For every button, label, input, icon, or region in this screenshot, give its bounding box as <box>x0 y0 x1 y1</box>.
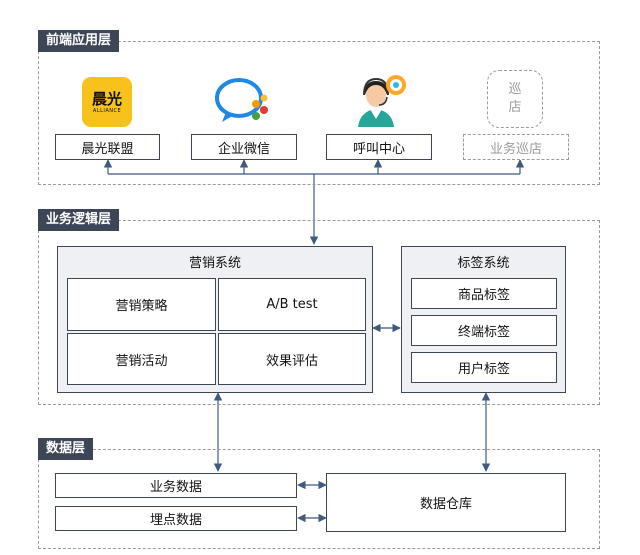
chenguang-logo-subtext: ALLIANCE <box>92 107 122 114</box>
chenguang-logo-text: 晨光 <box>91 89 122 108</box>
app-wecom: 企业微信 <box>191 134 297 160</box>
tracking-data-box: 埋点数据 <box>55 506 297 531</box>
xundian-placeholder-icon: 巡 店 <box>487 70 543 128</box>
data-layer-title: 数据层 <box>38 438 94 460</box>
terminal-tag-item: 终端标签 <box>411 315 557 346</box>
headset-agent-icon <box>346 73 410 129</box>
ab-test-cell: A/B test <box>218 278 366 331</box>
marketing-system-title: 营销系统 <box>188 256 241 271</box>
frontend-layer-title: 前端应用层 <box>38 30 120 52</box>
data-warehouse-box: 数据仓库 <box>326 473 566 532</box>
xundian-icon-line1: 巡 <box>508 82 522 97</box>
logic-layer-title: 业务逻辑层 <box>38 209 120 231</box>
xundian-icon-line2: 店 <box>508 100 522 115</box>
tagging-system-title: 标签系统 <box>457 256 510 271</box>
data-layer <box>38 449 600 549</box>
marketing-activity-cell: 营销活动 <box>67 333 216 385</box>
app-xundian: 业务巡店 <box>463 134 569 160</box>
business-data-box: 业务数据 <box>55 473 297 498</box>
marketing-strategy-cell: 营销策略 <box>67 278 216 331</box>
product-tag-item: 商品标签 <box>411 278 557 309</box>
logic-layer <box>38 220 600 405</box>
effect-evaluation-cell: 效果评估 <box>218 333 366 385</box>
user-tag-item: 用户标签 <box>411 352 557 383</box>
chenguang-logo: 晨光 ALLIANCE <box>82 77 132 127</box>
app-chenguang: 晨光联盟 <box>55 134 160 160</box>
app-callcenter: 呼叫中心 <box>326 134 432 160</box>
wecom-icon <box>212 74 276 128</box>
frontend-layer <box>38 41 600 185</box>
